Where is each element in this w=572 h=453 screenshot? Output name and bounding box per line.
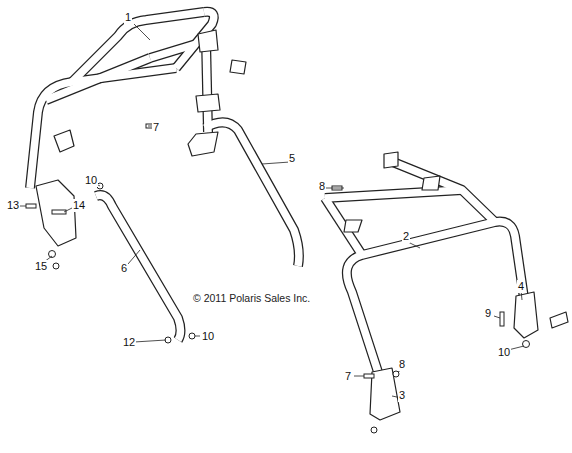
callout-number: 3 (398, 389, 406, 402)
callout-number: 9 (484, 307, 492, 320)
callout-number: 2 (402, 230, 410, 243)
callout-number: 7 (344, 370, 352, 383)
callout-number: 4 (517, 280, 525, 293)
callout-number: 7 (152, 121, 160, 134)
callout-number: 12 (122, 336, 136, 349)
callout-number: 1 (124, 11, 132, 24)
callout-number: 8 (398, 358, 406, 371)
callout-number: 5 (288, 152, 296, 165)
callout-number: 15 (34, 260, 48, 273)
callout-number: 10 (84, 174, 98, 187)
callout-number: 8 (318, 180, 326, 193)
callout-number: 14 (72, 199, 86, 212)
copyright-note: © 2011 Polaris Sales Inc. (192, 292, 311, 305)
callout-number: 13 (6, 199, 20, 212)
callout-number: 10 (497, 346, 511, 359)
callout-number: 10 (201, 330, 215, 343)
callout-number: 6 (120, 262, 128, 275)
